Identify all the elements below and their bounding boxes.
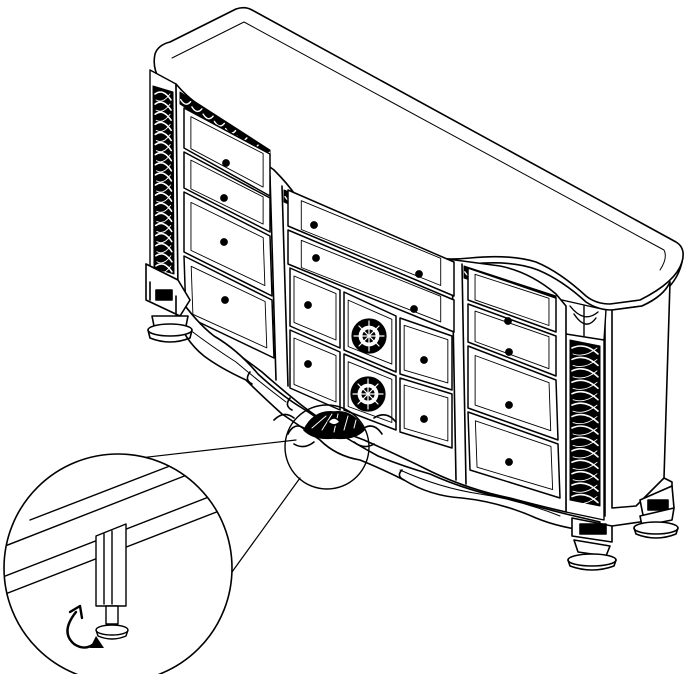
drawer-front [467, 267, 557, 333]
right-column-carving [569, 339, 601, 507]
drawer-front [467, 303, 557, 377]
drawer-front [467, 345, 559, 441]
right-pilaster [561, 299, 607, 521]
drawer-knob [304, 301, 312, 309]
left-column-carving [152, 85, 175, 275]
carved-rosettes [350, 318, 387, 412]
carved-apron [175, 295, 601, 533]
drawer-front [183, 191, 273, 297]
dresser-feet [145, 263, 679, 571]
drawer-front [289, 329, 341, 411]
drawer-knob [310, 221, 318, 229]
drawer-knob [420, 415, 428, 423]
rotate-arrow-icon [66, 604, 104, 649]
drawer-knob [312, 254, 320, 262]
drawer-front [467, 411, 561, 499]
drawer-knob [410, 305, 418, 313]
drawer-front [183, 151, 271, 233]
drawer-knob [505, 458, 513, 466]
drawer-knob [504, 317, 512, 325]
leveler-detail-callout [3, 404, 370, 674]
drawer-knob [222, 159, 230, 167]
drawer-knob [505, 348, 513, 356]
drawer-fronts [183, 107, 561, 499]
magnified-view [3, 453, 233, 674]
drawer-knob [304, 360, 312, 368]
drawer-front [399, 317, 453, 391]
drawer-front [289, 267, 341, 349]
drawer-knob [221, 296, 229, 304]
drawer-knob [220, 194, 228, 202]
drawer-knob [220, 238, 228, 246]
drawer-front [287, 189, 455, 297]
drawer-pulls [220, 159, 513, 466]
drawer-front [183, 107, 271, 197]
drawer-knob [505, 401, 513, 409]
dresser-right-side [604, 281, 673, 527]
drawer-knob [420, 356, 428, 364]
drawer-knob [415, 270, 423, 278]
